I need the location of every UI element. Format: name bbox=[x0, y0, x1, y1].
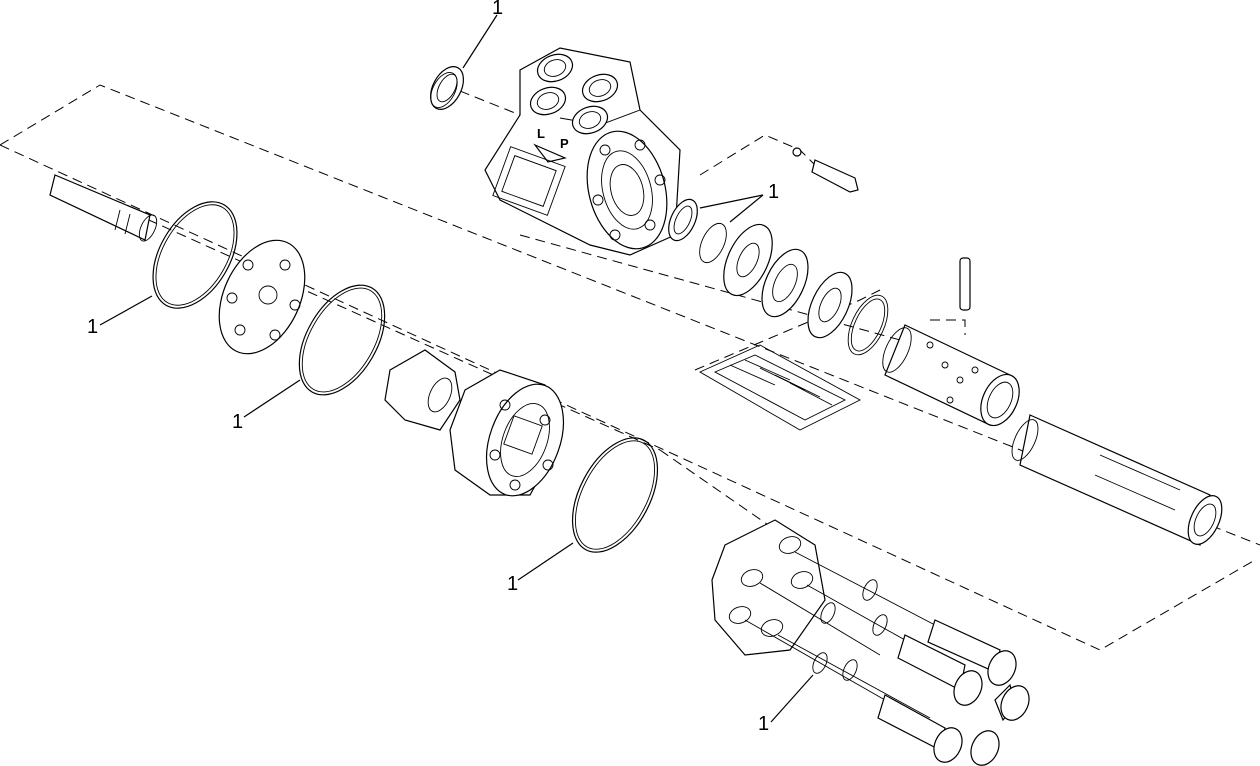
gerotor-stator bbox=[449, 369, 565, 497]
port-fittings bbox=[529, 53, 619, 135]
port-mark-pressure: P bbox=[560, 136, 569, 151]
spool-sleeve bbox=[882, 324, 1020, 427]
top-seal bbox=[429, 66, 465, 110]
port-mark-left: L bbox=[537, 126, 545, 141]
bearing-washers bbox=[723, 223, 889, 356]
locator-pin bbox=[792, 147, 859, 193]
large-o-ring-left bbox=[152, 201, 238, 309]
large-o-ring-second bbox=[298, 284, 386, 396]
callout-seal-top: 1 bbox=[492, 0, 503, 19]
spool-pin bbox=[959, 257, 971, 311]
large-o-ring-lower bbox=[571, 437, 659, 553]
spacer-plate bbox=[218, 239, 306, 355]
centering-springs bbox=[699, 344, 861, 431]
input-shaft bbox=[1011, 414, 1223, 546]
valve-housing: L P bbox=[484, 47, 681, 256]
callout-ring-left: 1 bbox=[87, 316, 98, 338]
cap-bolts bbox=[744, 551, 1030, 766]
gerotor-rotor bbox=[384, 349, 461, 431]
callout-orings-bolts: 1 bbox=[758, 713, 769, 735]
callout-ring-lower: 1 bbox=[507, 573, 518, 595]
end-cap bbox=[711, 519, 826, 656]
callout-ring-second: 1 bbox=[232, 411, 243, 433]
drive-shaft bbox=[49, 174, 158, 242]
callout-leaders bbox=[99, 14, 814, 723]
center-seals bbox=[668, 198, 727, 264]
callout-seals-center: 1 bbox=[768, 181, 779, 203]
